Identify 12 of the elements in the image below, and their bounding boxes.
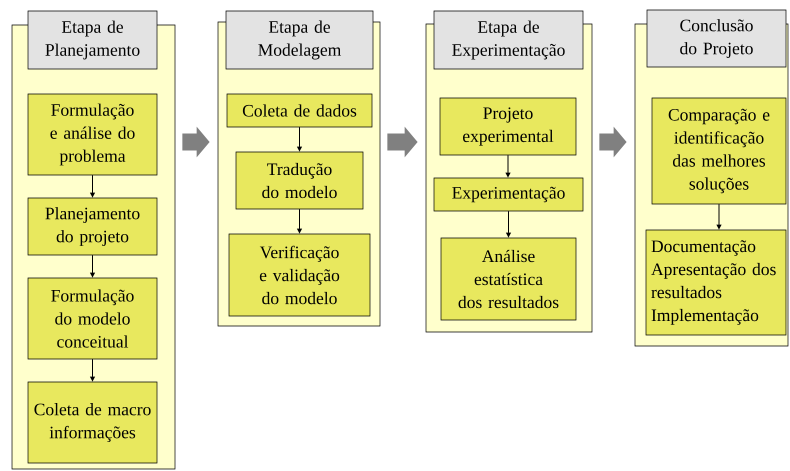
process-box: Tradução do modelo xyxy=(236,152,364,210)
process-box: Planejamento do projeto xyxy=(28,198,158,256)
process-box: Análise estatística dos resultados xyxy=(440,238,576,320)
process-box: Documentação Apresentação dos resultados Implementação xyxy=(646,230,786,336)
process-box: Formulação do modelo conceitual xyxy=(28,278,158,360)
process-box: Projeto experimental xyxy=(440,98,576,156)
process-box: Verificação e validação do modelo xyxy=(228,234,370,316)
process-box: Coleta de dados xyxy=(226,94,372,128)
process-box: Coleta de macro informações xyxy=(28,382,158,464)
process-box: Experimentação xyxy=(434,178,584,212)
process-box: Comparação e identificação das melhores soluções xyxy=(652,98,786,204)
process-box: Formulação e análise do problema xyxy=(28,94,158,176)
